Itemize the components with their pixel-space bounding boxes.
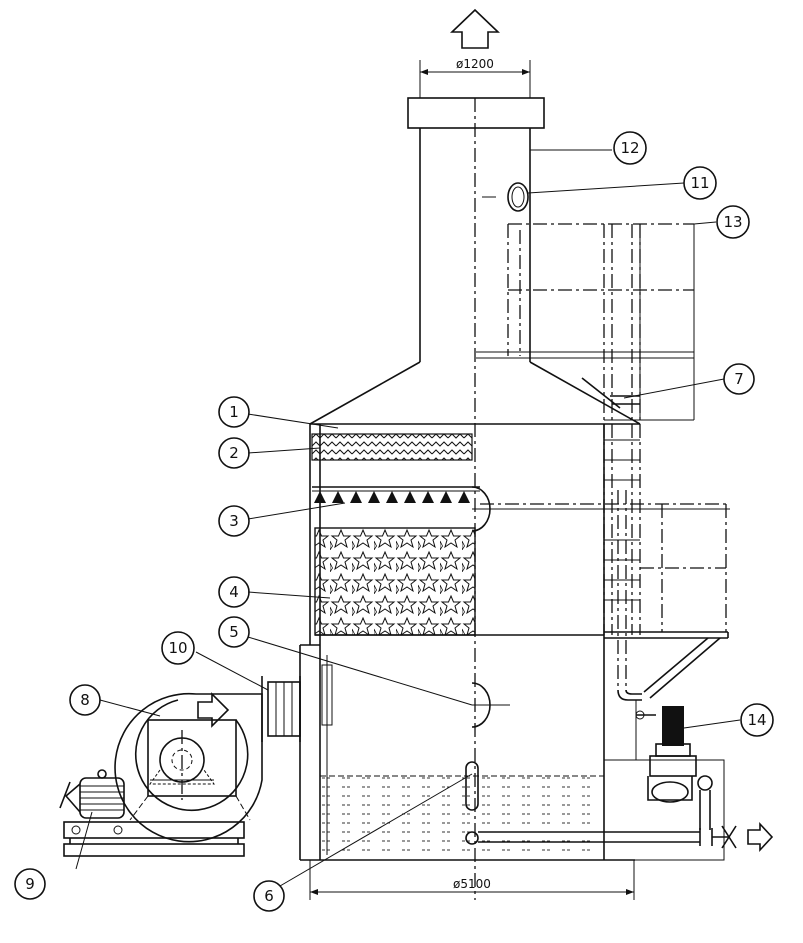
callout-2: 2 [218,437,250,469]
svg-text:4: 4 [229,583,239,601]
level-sight-glass [465,761,479,845]
drain-pipe [478,821,774,853]
packing-bed [314,527,604,636]
svg-text:11: 11 [690,174,709,192]
leader-lines [75,182,741,887]
callout-3: 3 [218,505,250,537]
exhaust-stack [407,97,612,900]
equipment-skid [63,821,245,857]
base-diameter-label: ø5100 [453,877,491,891]
svg-text:3: 3 [229,512,239,530]
callout-4: 4 [218,576,250,608]
svg-text:12: 12 [620,139,639,157]
callout-1: 1 [218,396,250,428]
exhaust-outlet-arrow [450,8,500,49]
callout-13: 13 [716,205,750,239]
svg-text:9: 9 [25,875,35,893]
callout-7: 7 [723,363,755,395]
callout-11: 11 [683,166,717,200]
inlet-nozzle [581,377,640,409]
callout-5: 5 [218,616,250,648]
inspection-manhole [471,682,510,728]
pump-base [603,700,725,861]
sampling-port [482,182,529,212]
svg-text:7: 7 [734,370,744,388]
top-diameter-dimension: ø1200 [419,57,531,98]
callout-14: 14 [740,703,774,737]
inlet-duct [261,655,333,855]
centrifugal-fan [114,692,263,843]
svg-text:8: 8 [80,691,90,709]
middle-platform [480,503,729,699]
svg-text:1: 1 [229,403,239,421]
base-diameter-dimension: ø5100 [309,860,635,900]
fan-motor [59,769,125,819]
cone-transition [309,361,641,425]
svg-text:10: 10 [168,639,187,657]
svg-text:5: 5 [229,623,239,641]
callout-6: 6 [253,880,285,912]
gas-inflow-arrow [197,692,230,728]
circulation-pump [635,706,713,830]
svg-text:13: 13 [723,213,742,231]
access-ladder [603,224,641,635]
liquid-sump [320,775,604,858]
spray-header [312,486,730,532]
recirculation-pipe [617,490,642,701]
callout-10: 10 [161,631,195,665]
svg-text:14: 14 [747,711,766,729]
top-diameter-label: ø1200 [456,57,494,71]
callout-8: 8 [69,684,101,716]
callout-12: 12 [613,131,647,165]
svg-text:6: 6 [264,887,274,905]
svg-text:2: 2 [229,444,239,462]
mist-eliminator [311,433,473,461]
callout-9: 9 [14,868,46,900]
